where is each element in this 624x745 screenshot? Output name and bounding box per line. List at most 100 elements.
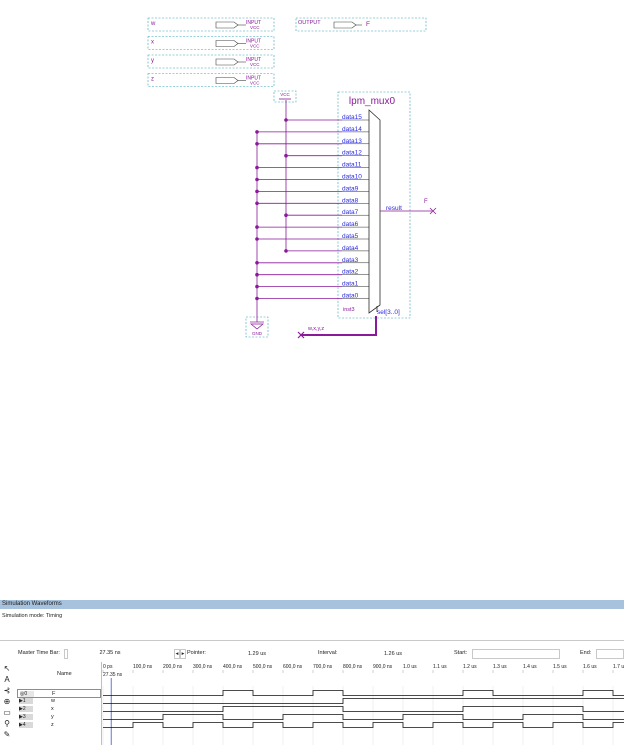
input-pin-type: INPUT xyxy=(246,76,261,82)
mux-pin-data13: data13 xyxy=(342,138,362,145)
signal-name: z xyxy=(51,722,54,728)
signal-row-z[interactable]: ▶4 z xyxy=(17,721,101,730)
end-label: End: xyxy=(580,650,592,656)
time-tick: 600,0 ns xyxy=(283,664,303,670)
next-transition-button[interactable]: ▸ xyxy=(180,649,186,659)
lpm-mux-block[interactable]: lpm_mux0 data15data14data13data12data11d… xyxy=(337,91,437,319)
mux-pin-data2: data2 xyxy=(342,269,359,276)
input-pin-name: y xyxy=(151,58,154,64)
signal-row-F[interactable]: ◎0 F xyxy=(17,689,101,698)
mux-title: lpm_mux0 xyxy=(349,96,396,107)
signal-name: F xyxy=(52,691,56,697)
master-time-bar-value[interactable]: 27.35 ns xyxy=(80,649,140,657)
pointer-value: 1.29 us xyxy=(208,649,306,659)
waveform-x[interactable] xyxy=(103,706,624,712)
waveform-y[interactable] xyxy=(103,714,624,720)
time-tick: 1.0 us xyxy=(403,664,417,670)
end-field[interactable] xyxy=(596,649,624,659)
time-tick: 1.2 us xyxy=(463,664,477,670)
simulation-window: Simulation Waveforms Simulation mode: Ti… xyxy=(0,600,624,745)
input-pin-name: w xyxy=(150,21,156,27)
input-pin-name: x xyxy=(151,40,154,46)
input-pin-icon: ▶2 xyxy=(19,706,33,712)
mux-pin-data15: data15 xyxy=(342,114,362,121)
time-tick: 1.7 us xyxy=(613,664,624,670)
time-tick: 200,0 ns xyxy=(163,664,183,670)
mux-pin-data14: data14 xyxy=(342,126,362,133)
start-label: Start: xyxy=(454,650,468,656)
vcc-label: VCC xyxy=(280,92,290,97)
gnd-label: GND xyxy=(252,331,263,336)
time-tick: 900,0 ns xyxy=(373,664,393,670)
waveform-z[interactable] xyxy=(103,722,624,728)
mux-instance-label: inst3 xyxy=(343,307,355,313)
signal-name: y xyxy=(51,714,54,720)
mux-pin-data12: data12 xyxy=(342,150,362,157)
input-pin-sub: VCC xyxy=(250,25,260,30)
output-pin-name: F xyxy=(366,21,370,28)
selector-bus[interactable]: w,x,y,z xyxy=(297,316,377,339)
input-pin-icon: ▶4 xyxy=(19,722,33,728)
pointer-label: Pointer: xyxy=(187,650,206,656)
node-finder-icon[interactable]: ▭ xyxy=(3,708,11,717)
waveform-edit-icon[interactable]: ⊰ xyxy=(3,686,11,695)
time-tick: 1.6 us xyxy=(583,664,597,670)
simulation-title: Simulation Waveforms xyxy=(2,601,62,607)
interval-label: Interval: xyxy=(318,650,338,656)
time-tick: 800,0 ns xyxy=(343,664,363,670)
mux-pin-data5: data5 xyxy=(342,233,359,240)
output-pin-type: OUTPUT xyxy=(298,20,321,26)
overwrite-icon[interactable]: ✎ xyxy=(3,730,11,739)
zoom-icon[interactable]: ⊕ xyxy=(3,697,11,706)
mux-pin-data3: data3 xyxy=(342,257,359,264)
input-pin-type: INPUT xyxy=(246,20,261,26)
time-tick: 300,0 ns xyxy=(193,664,213,670)
marker-time-label: 27.35 ns xyxy=(103,672,123,678)
vcc-symbol[interactable]: VCC xyxy=(273,90,297,103)
output-x-marker xyxy=(429,207,437,215)
input-pin-icon: ▶1 xyxy=(19,698,33,704)
output-net-label: F xyxy=(424,199,428,205)
master-time-bar-field-start xyxy=(64,649,68,659)
simulation-mode: Simulation mode: Timing xyxy=(2,613,63,619)
time-tick: 700,0 ns xyxy=(313,664,333,670)
waveform-toolbox: ↖ A ⊰ ⊕ ▭ ⚲ ✎ xyxy=(0,662,14,745)
wiring xyxy=(255,100,342,322)
selector-bus-label: w,x,y,z xyxy=(307,326,324,332)
mux-pin-data7: data7 xyxy=(342,209,359,216)
mux-pin-data8: data8 xyxy=(342,197,359,204)
waveform-F[interactable] xyxy=(103,690,624,696)
pointer-icon[interactable]: ↖ xyxy=(3,664,11,673)
divider xyxy=(0,640,624,641)
time-tick: 1.5 us xyxy=(553,664,567,670)
mux-pin-data10: data10 xyxy=(342,174,362,181)
time-tick: 1.4 us xyxy=(523,664,537,670)
start-field[interactable] xyxy=(472,649,560,659)
output-pin-F[interactable]: OUTPUT F xyxy=(295,17,427,32)
mux-sel-label: sel[3..0] xyxy=(377,309,400,316)
mux-pin-data6: data6 xyxy=(342,221,359,228)
mux-pin-data1: data1 xyxy=(342,281,359,288)
input-pin-type: INPUT xyxy=(246,39,261,45)
name-column-header: Name xyxy=(57,671,72,677)
time-tick: 500,0 ns xyxy=(253,664,273,670)
find-icon[interactable]: ⚲ xyxy=(4,719,10,728)
simulation-titlebar: Simulation Waveforms xyxy=(0,600,624,609)
output-pin-icon: ◎0 xyxy=(20,691,34,697)
time-tick: 1.3 us xyxy=(493,664,507,670)
mux-result-label: result xyxy=(386,205,402,212)
text-tool-icon[interactable]: A xyxy=(4,675,10,684)
waveform-w[interactable] xyxy=(103,698,624,704)
prev-transition-button[interactable]: ◂ xyxy=(174,649,180,659)
interval-value: 1.26 us xyxy=(344,649,442,659)
